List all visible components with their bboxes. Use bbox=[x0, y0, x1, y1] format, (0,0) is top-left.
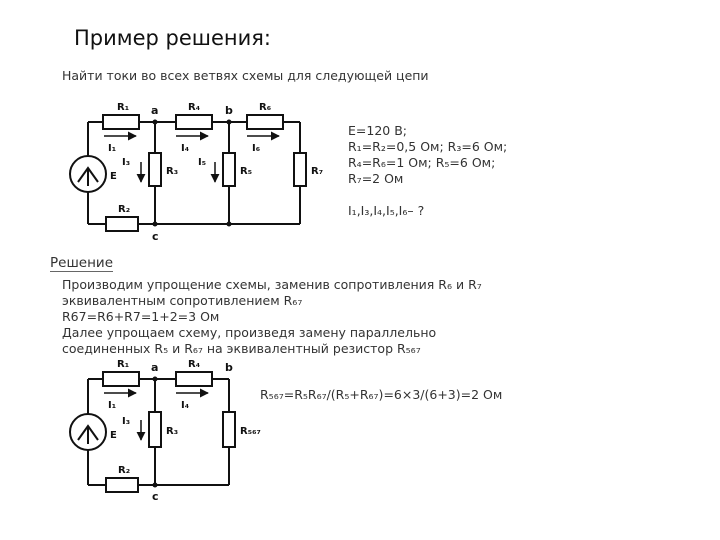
label-i5: I₅ bbox=[198, 157, 206, 168]
node-dot bbox=[152, 482, 158, 488]
resistor-r4 bbox=[175, 114, 213, 130]
node-a: a bbox=[151, 104, 158, 117]
label-emf: E bbox=[110, 430, 117, 441]
given-line-3: R₄=R₆=1 Ом; R₅=6 Ом; bbox=[348, 155, 496, 170]
node-dot bbox=[152, 221, 158, 227]
solution-line-4: Далее упрощаем схему, произведя замену п… bbox=[62, 325, 437, 340]
node-dot bbox=[226, 221, 232, 227]
node-dot bbox=[152, 119, 158, 125]
resistor-r2 bbox=[105, 477, 139, 493]
solution-line-3: R67=R6+R7=1+2=3 Ом bbox=[62, 309, 220, 324]
resistor-r7 bbox=[293, 152, 307, 187]
label-i1: I₁ bbox=[108, 143, 116, 154]
label-i6: I₆ bbox=[252, 143, 260, 154]
resistor-r4 bbox=[175, 371, 213, 387]
label-r6: R₆ bbox=[259, 102, 271, 113]
resistor-r2 bbox=[105, 216, 139, 232]
resistor-r3 bbox=[148, 152, 162, 187]
label-r4: R₄ bbox=[188, 359, 200, 370]
label-r3: R₃ bbox=[166, 166, 178, 177]
node-dot bbox=[152, 376, 158, 382]
task-statement: Найти токи во всех ветвях схемы для след… bbox=[62, 68, 429, 83]
solution-line-2: эквивалентным сопротивлением R₆₇ bbox=[62, 293, 303, 308]
resistor-r5 bbox=[222, 152, 236, 187]
label-emf: E bbox=[110, 171, 117, 182]
label-r4: R₄ bbox=[188, 102, 200, 113]
slide-title: Пример решения: bbox=[74, 26, 272, 50]
node-a: a bbox=[151, 361, 158, 374]
given-emf: E=120 В; bbox=[348, 123, 407, 138]
label-i4: I₄ bbox=[181, 400, 189, 411]
given-line-4: R₇=2 Ом bbox=[348, 171, 404, 186]
label-i1: I₁ bbox=[108, 400, 116, 411]
solution-line-5: соединенных R₅ и R₆₇ на эквивалентный ре… bbox=[62, 341, 421, 356]
resistor-r567 bbox=[222, 411, 236, 448]
label-r2: R₂ bbox=[118, 204, 130, 215]
label-r567: R₅₆₇ bbox=[240, 426, 261, 437]
node-c: c bbox=[152, 230, 159, 243]
resistor-r1 bbox=[102, 114, 140, 130]
label-r1: R₁ bbox=[117, 359, 129, 370]
label-i3: I₃ bbox=[122, 416, 130, 427]
resistor-r1 bbox=[102, 371, 140, 387]
resistor-r3 bbox=[148, 411, 162, 448]
node-dot bbox=[226, 119, 232, 125]
label-r2: R₂ bbox=[118, 465, 130, 476]
node-b: b bbox=[225, 361, 233, 374]
formula-r567: R₅₆₇=R₅R₆₇/(R₅+R₆₇)=6×3/(6+3)=2 Ом bbox=[260, 387, 503, 402]
resistor-r6 bbox=[246, 114, 284, 130]
given-line-2: R₁=R₂=0,5 Ом; R₃=6 Ом; bbox=[348, 139, 508, 154]
solution-heading: Решение bbox=[50, 255, 114, 272]
find-currents: I₁,I₃,I₄,I₅,I₆– ? bbox=[348, 203, 425, 218]
label-r7: R₇ bbox=[311, 166, 323, 177]
label-r3: R₃ bbox=[166, 426, 178, 437]
label-i4: I₄ bbox=[181, 143, 189, 154]
label-r5: R₅ bbox=[240, 166, 252, 177]
label-r1: R₁ bbox=[117, 102, 129, 113]
node-c: c bbox=[152, 490, 159, 503]
node-b: b bbox=[225, 104, 233, 117]
label-i3: I₃ bbox=[122, 157, 130, 168]
solution-line-1: Производим упрощение схемы, заменив сопр… bbox=[62, 277, 482, 292]
